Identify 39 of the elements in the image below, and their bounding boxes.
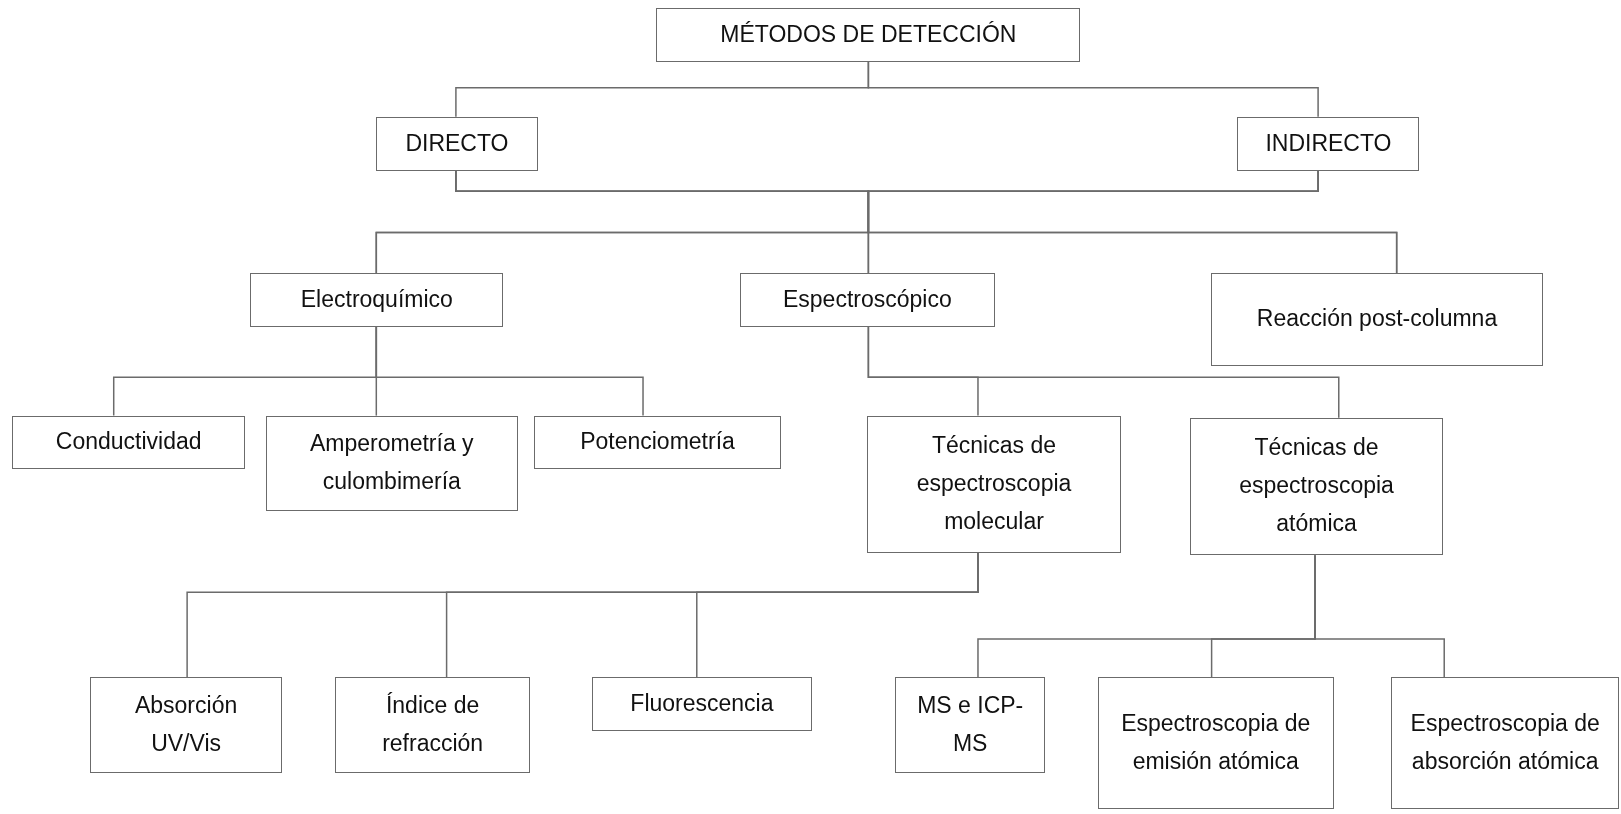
box-label: INDIRECTO [1265,128,1392,158]
category-box [1237,116,1420,171]
box-label: MS e ICP-MS [916,691,1025,759]
connector-line [696,552,979,678]
category-box [89,677,283,774]
box-label: Electroquímico [300,284,453,314]
box-label: Espectroscopia de emisión atómica [1120,709,1312,777]
category-box [534,415,781,470]
category-box [1210,272,1544,366]
category-box [656,8,1081,62]
box-label: Potenciometría [580,427,735,457]
box-label: Espectroscópico [782,284,952,314]
category-box [895,677,1046,774]
connector-line [1314,554,1445,678]
connector-line [867,61,1319,118]
box-label: Reacción post-columna [1256,304,1498,334]
box-label: Conductividad [55,427,202,457]
box-label: Espectroscopia de absorción atómica [1409,709,1601,777]
category-box [1391,677,1619,810]
category-box [1097,677,1334,810]
box-label: Índice de refracción [381,691,485,759]
category-box [265,415,518,511]
box-label: DIRECTO [405,128,509,158]
connector-line [867,325,1340,419]
category-box [867,415,1121,554]
category-box [12,415,245,470]
category-box [1189,417,1444,556]
box-label: Amperometría y culombimería [309,429,475,497]
box-label: Técnicas de espectroscopia atómica [1238,433,1395,539]
box-label: Técnicas de espectroscopia molecular [915,431,1073,537]
category-box [250,272,504,327]
box-label: Absorción UV/Vis [133,691,239,759]
category-box [592,677,812,731]
box-label: MÉTODOS DE DETECCIÓN [720,20,1017,50]
category-box [376,116,538,171]
category-box [334,677,531,774]
category-box [740,272,995,327]
connector-line [375,325,644,417]
box-label: Fluorescencia [630,689,774,719]
